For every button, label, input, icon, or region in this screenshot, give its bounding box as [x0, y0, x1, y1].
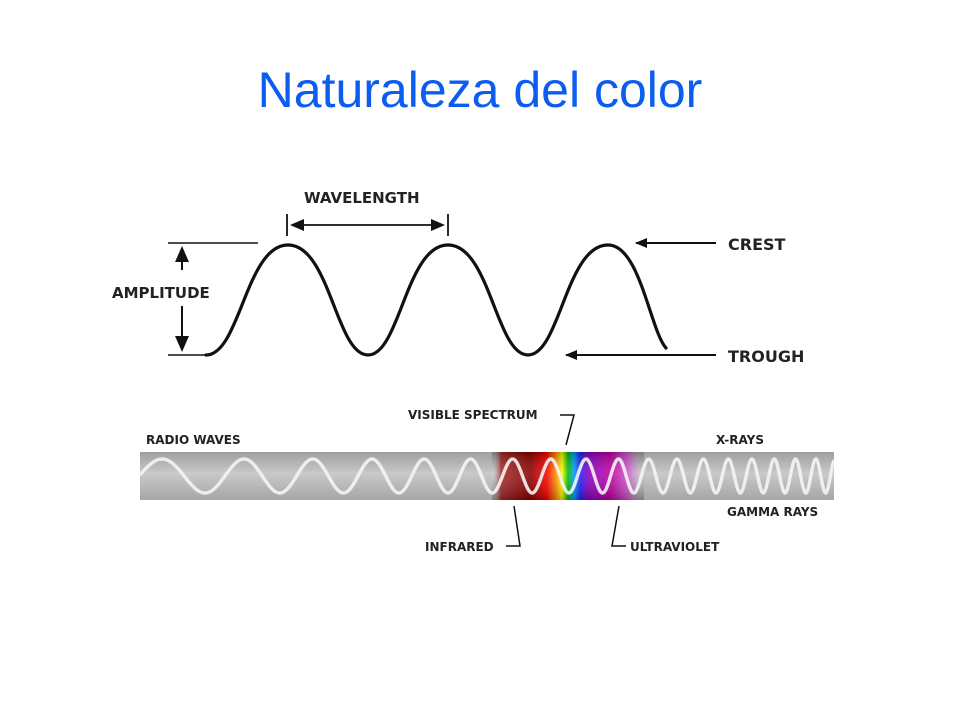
wavelength-label: WAVELENGTH	[304, 189, 420, 207]
slide-title: Naturaleza del color	[257, 62, 703, 118]
trough-label: TROUGH	[728, 347, 804, 366]
amplitude-arrow-top-head	[175, 246, 189, 262]
visible-spectrum-label: VISIBLE SPECTRUM	[408, 408, 538, 422]
ultraviolet-pointer	[611, 505, 626, 547]
radio-waves-label: RADIO WAVES	[146, 433, 241, 447]
wavelength-arrow-left-head	[290, 219, 304, 231]
ultraviolet-label: ULTRAVIOLET	[630, 540, 720, 554]
infrared-label: INFRARED	[425, 540, 494, 554]
visible-spectrum-pointer	[560, 414, 575, 446]
x-rays-label: X-RAYS	[716, 433, 764, 447]
band-wave	[140, 456, 834, 496]
wavelength-arrow-right-head	[431, 219, 445, 231]
amplitude-label: AMPLITUDE	[112, 284, 210, 302]
crest-label: CREST	[728, 235, 786, 254]
infrared-pointer	[506, 505, 521, 547]
wave-diagram: AMPLITUDE WAVELENGTH CREST TROUGH	[112, 189, 804, 366]
gamma-rays-label: GAMMA RAYS	[727, 505, 818, 519]
amplitude-arrow-bottom-head	[175, 336, 189, 352]
wave-curve	[204, 243, 668, 357]
spectrum-diagram: VISIBLE SPECTRUM RADIO WAVES X-RAYS GAMM…	[140, 408, 834, 554]
